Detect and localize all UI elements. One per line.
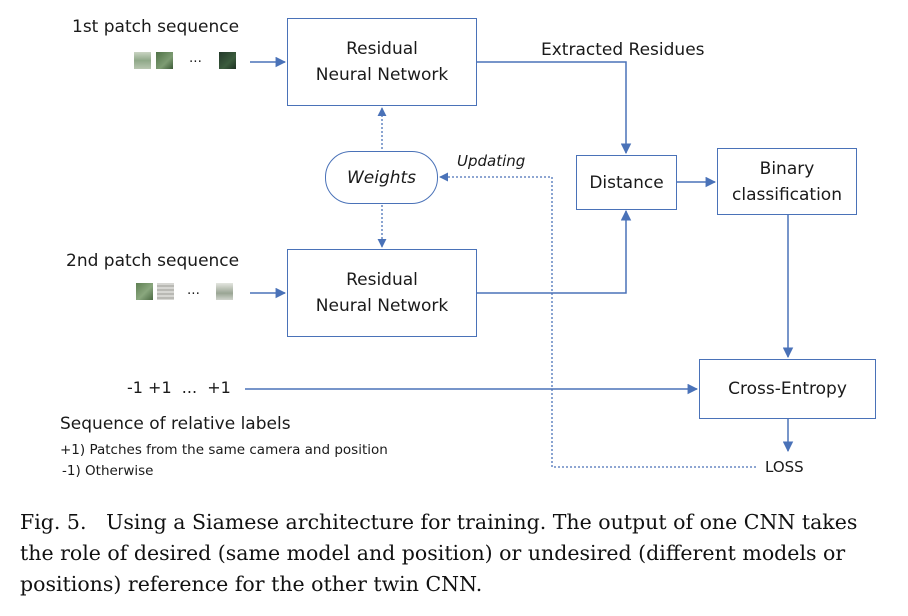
extracted-residues-label: Extracted Residues xyxy=(541,40,705,60)
binary-line2: classification xyxy=(732,184,842,205)
resnet-top-line2: Neural Network xyxy=(315,65,449,85)
relative-labels-title: Sequence of relative labels xyxy=(60,414,291,434)
caption-text: Using a Siamese architecture for trainin… xyxy=(20,510,858,596)
weights-label: Weights xyxy=(346,167,417,188)
dotted-loss-to-weights xyxy=(439,172,756,468)
patch-thumbnail xyxy=(134,52,151,69)
patch-thumbnail xyxy=(136,283,153,300)
resnet-top-box: Residual Neural Network xyxy=(287,18,477,106)
patch-thumbnail xyxy=(219,52,236,69)
distance-label: Distance xyxy=(589,172,664,193)
caption-label: Fig. 5. xyxy=(20,510,87,534)
patch-ellipsis: ... xyxy=(189,50,202,66)
patch-thumbnail xyxy=(157,283,174,300)
second-sequence-label: 2nd patch sequence xyxy=(66,251,240,271)
distance-box: Distance xyxy=(576,155,677,210)
first-sequence-label: 1st patch sequence xyxy=(72,17,240,37)
resnet-top-line1: Residual xyxy=(346,39,418,59)
patch-thumbnail xyxy=(216,283,233,300)
arrow-resnet-top-to-distance xyxy=(477,61,632,155)
figure-caption: Fig. 5. Using a Siamese architecture for… xyxy=(20,507,890,600)
patch-thumbnail xyxy=(156,52,173,69)
loss-label: LOSS xyxy=(765,458,804,476)
relative-label-sequence: -1 +1 ... +1 xyxy=(127,378,231,397)
resnet-bottom-line2: Neural Network xyxy=(315,296,449,316)
relative-label-positive: +1) Patches from the same camera and pos… xyxy=(60,442,388,458)
resnet-bottom-line1: Residual xyxy=(346,270,418,290)
resnet-bottom-box: Residual Neural Network xyxy=(287,249,477,337)
binary-classification-box: Binary classification xyxy=(717,148,857,215)
binary-line1: Binary xyxy=(759,158,815,179)
cross-entropy-box: Cross-Entropy xyxy=(699,359,876,419)
arrow-resnet-bottom-to-distance xyxy=(477,209,632,294)
patch-ellipsis: ... xyxy=(187,282,200,298)
updating-label: Updating xyxy=(457,152,526,170)
cross-entropy-label: Cross-Entropy xyxy=(728,379,847,399)
relative-label-negative: -1) Otherwise xyxy=(62,463,154,479)
weights-box: Weights xyxy=(325,151,438,204)
